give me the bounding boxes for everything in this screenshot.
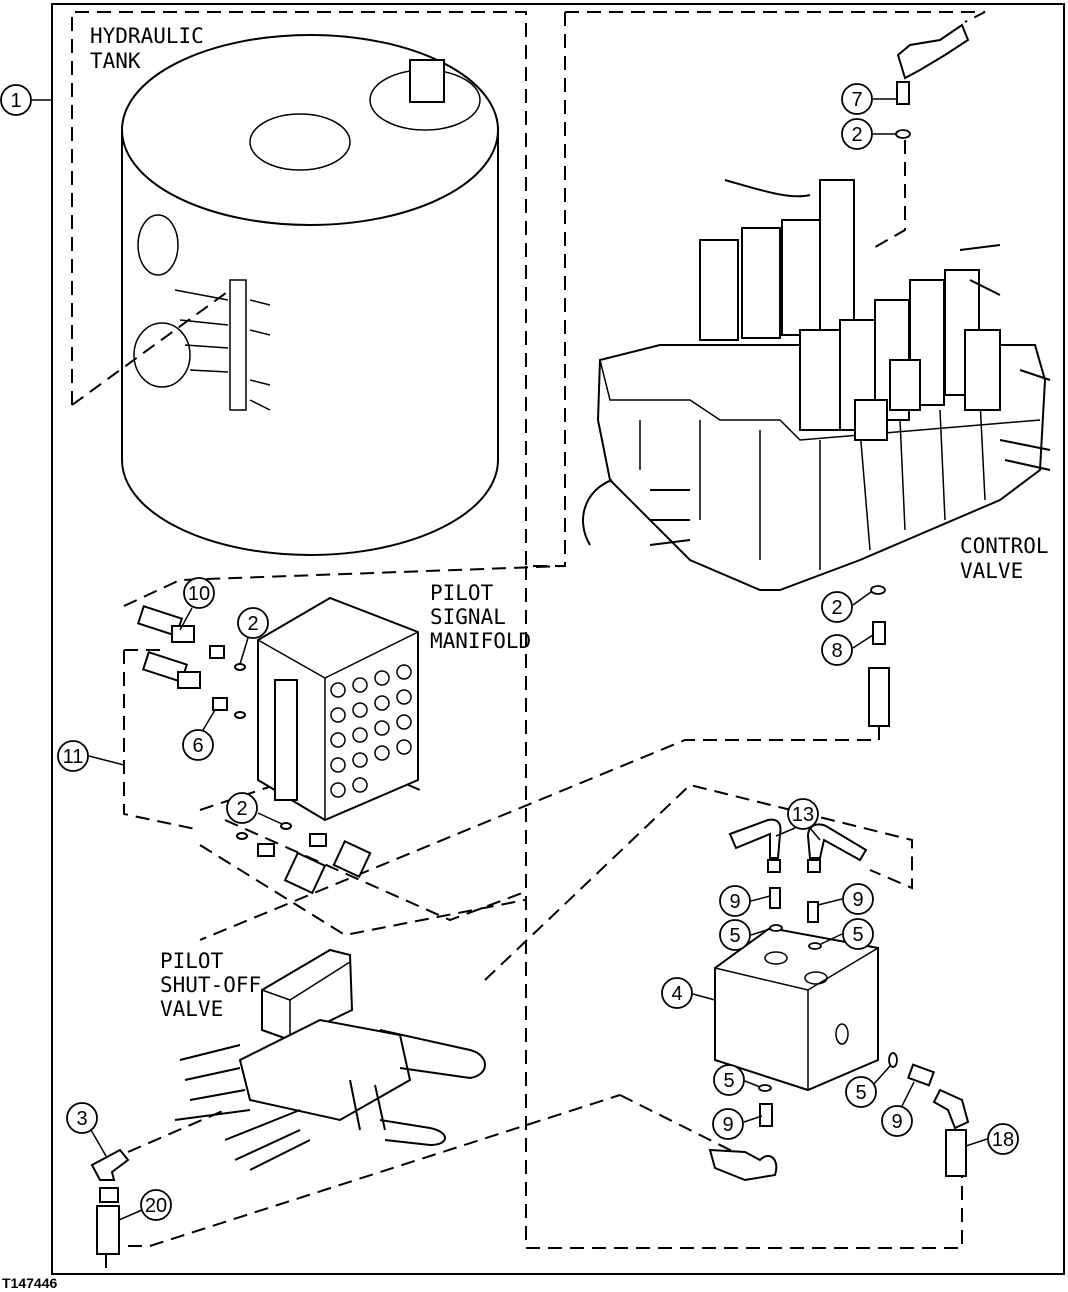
pilot-shutoff-valve-group: PILOT SHUT-OFF VALVE (90, 948, 486, 1255)
callout-5-lower-right: 5 (845, 1065, 891, 1108)
callout-18: 18 (965, 1123, 1019, 1155)
callout-2-manifold-text: 2 (247, 613, 258, 635)
callout-9-upper-left: 9 (719, 885, 771, 917)
figure-id: T147446 (2, 1275, 57, 1291)
callout-7-text: 7 (851, 89, 862, 111)
callout-4: 4 (661, 977, 716, 1009)
callout-2-bottom: 2 (226, 792, 283, 825)
control-valve-line-2: VALVE (960, 559, 1023, 583)
callout-8: 8 (821, 634, 874, 666)
valve-block-group (105, 783, 970, 1268)
pilot-shutoff-valve-label: PILOT SHUT-OFF VALVE (160, 949, 274, 1021)
callout-11-text: 11 (63, 746, 84, 768)
callout-5-upper-right: 5 (820, 918, 874, 950)
callout-3: 3 (66, 1102, 107, 1157)
callout-9-upper-left-text: 9 (729, 891, 740, 913)
callout-2-top-text: 2 (851, 124, 862, 146)
callout-9-upper-right-text: 9 (852, 889, 863, 911)
pilot-signal-manifold-line-2: SIGNAL (430, 605, 506, 629)
pilot-signal-manifold-line-1: PILOT (430, 581, 494, 605)
callout-2-bottom-text: 2 (236, 798, 247, 820)
callout-2-top: 2 (841, 118, 896, 150)
outer-frame (51, 3, 1065, 1275)
callout-1: 1 (0, 84, 52, 116)
hydraulic-tank-group: HYDRAULIC TANK (71, 11, 566, 567)
callout-7: 7 (841, 83, 897, 115)
callout-9-lower-right: 9 (881, 1081, 915, 1137)
callout-9-lower-left-text: 9 (722, 1114, 733, 1136)
callout-10: 10 (179, 577, 215, 631)
callout-1-text: 1 (10, 90, 21, 112)
control-valve-group: CONTROL VALVE (199, 11, 1061, 1249)
callouts: 1 7 2 2 8 10 2 11 6 2 13 9 9 5 5 4 5 5 9… (0, 83, 1019, 1221)
callout-10-text: 10 (188, 583, 210, 605)
callout-13: 13 (775, 798, 821, 841)
pilot-shutoff-valve-line-3: VALVE (160, 997, 223, 1021)
callout-8-text: 8 (831, 640, 842, 662)
callout-3-text: 3 (76, 1108, 87, 1130)
callout-5-lower-left: 5 (713, 1064, 761, 1096)
callout-6: 6 (182, 709, 216, 761)
callout-9-lower-right-text: 9 (891, 1111, 902, 1133)
callout-9-upper-right: 9 (817, 883, 874, 915)
callout-2-control-valve-text: 2 (831, 597, 842, 619)
hydraulic-tank-line-1: HYDRAULIC (90, 24, 204, 48)
callout-2-control-valve: 2 (821, 591, 872, 623)
callout-18-text: 18 (992, 1129, 1014, 1151)
callout-5-upper-right-text: 5 (852, 924, 863, 946)
pilot-shutoff-valve-line-1: PILOT (160, 949, 224, 973)
pilot-signal-manifold-group: PILOT SIGNAL MANIFOLD (123, 565, 566, 937)
callout-20-text: 20 (145, 1195, 167, 1217)
callout-5-lower-left-text: 5 (723, 1070, 734, 1092)
hydraulic-tank-label: HYDRAULIC TANK (90, 24, 216, 73)
callout-13-text: 13 (792, 804, 814, 826)
callout-5-upper-left: 5 (719, 919, 771, 951)
control-valve-line-1: CONTROL (960, 534, 1049, 558)
callout-9-lower-left: 9 (712, 1108, 763, 1140)
pilot-signal-manifold-label: PILOT SIGNAL MANIFOLD (430, 581, 531, 653)
callout-4-text: 4 (671, 983, 682, 1005)
callout-5-upper-left-text: 5 (729, 925, 740, 947)
callout-5-lower-right-text: 5 (855, 1082, 866, 1104)
callout-20: 20 (118, 1189, 172, 1221)
control-valve-label: CONTROL VALVE (960, 534, 1061, 583)
callout-2-manifold: 2 (237, 607, 269, 665)
callout-11: 11 (57, 740, 125, 772)
callout-6-text: 6 (192, 735, 203, 757)
hydraulic-tank-line-2: TANK (90, 49, 141, 73)
pilot-signal-manifold-line-3: MANIFOLD (430, 629, 531, 653)
pilot-shutoff-valve-line-2: SHUT-OFF (160, 973, 261, 997)
